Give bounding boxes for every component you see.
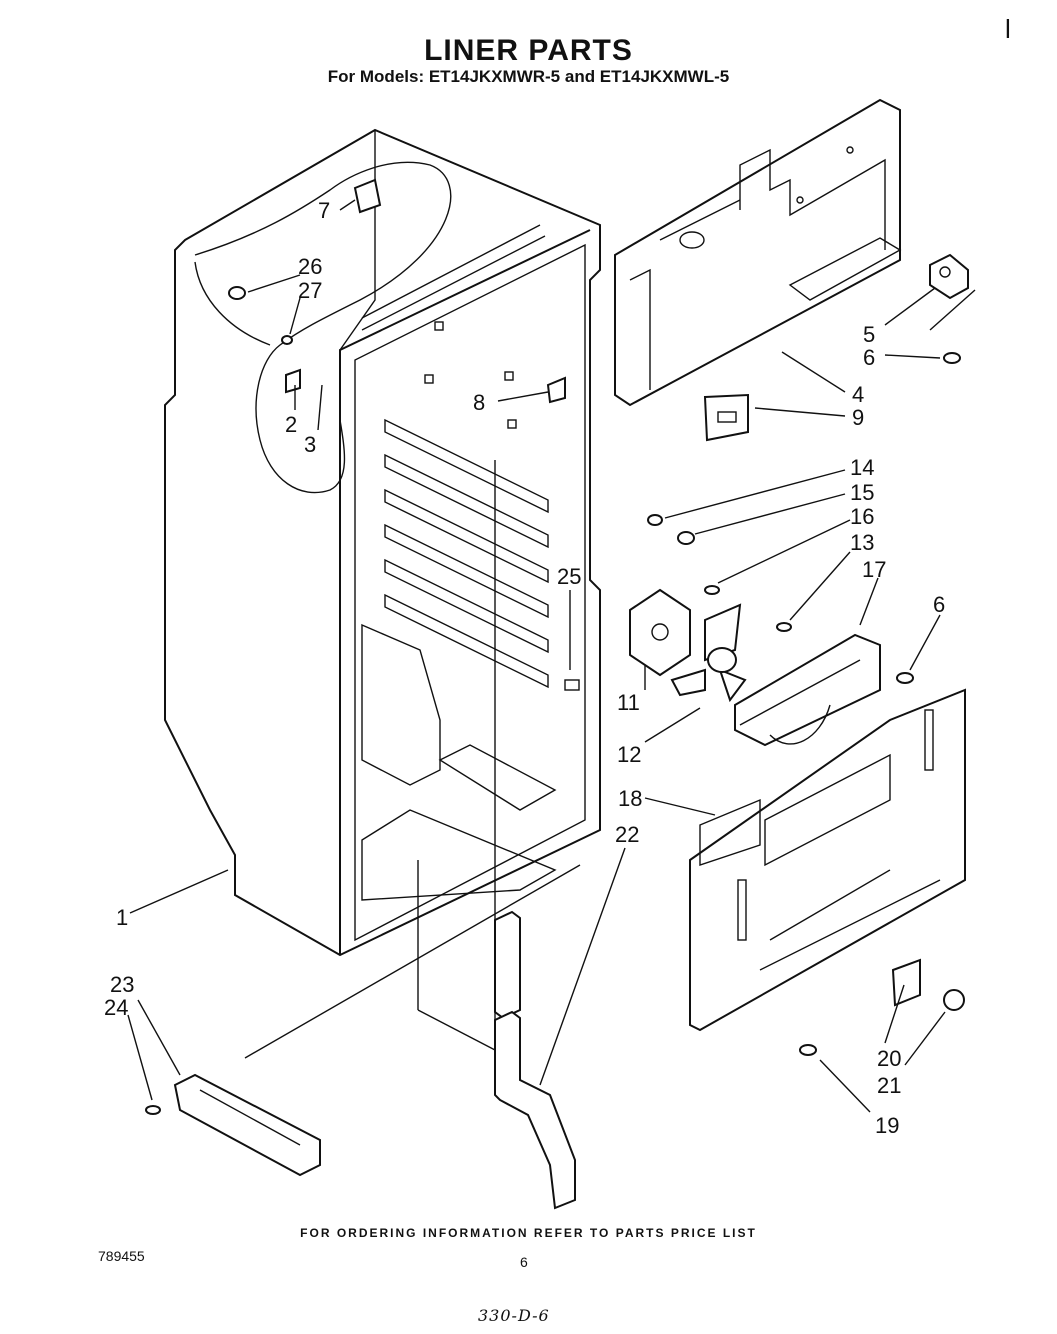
shelf-rails: [384, 418, 549, 689]
callout-12: 12: [617, 742, 641, 767]
callout-13: 13: [850, 530, 874, 555]
screw-part-6-top: [943, 352, 961, 364]
bracket-part-23: [173, 1073, 321, 1177]
callout-23: 23: [110, 972, 134, 997]
callout-labels: 1 2 3 4 5 6 7 8 9 11 12 13 14 15 16 17 6…: [104, 198, 945, 1138]
fan-shroud-part-17: [734, 633, 881, 747]
callout-6-top: 6: [863, 345, 875, 370]
callout-11: 11: [617, 690, 640, 715]
callout-7: 7: [318, 198, 330, 223]
liner-shell: [164, 128, 601, 957]
drain-trough-part-22: [494, 910, 576, 1210]
callout-21: 21: [877, 1073, 901, 1098]
callout-25: 25: [557, 564, 581, 589]
page-title: LINER PARTS: [424, 34, 633, 67]
callout-19: 19: [875, 1113, 899, 1138]
models-subtitle: For Models: ET14JKXMWR-5 and ET14JKXMWL-…: [327, 67, 730, 86]
callout-5: 5: [863, 322, 875, 347]
clip-part-8: [546, 376, 566, 404]
callout-20: 20: [877, 1046, 901, 1071]
fan-assembly: [629, 514, 792, 703]
document-number: 789455: [98, 1248, 145, 1264]
callout-16: 16: [850, 504, 874, 529]
callout-24: 24: [104, 995, 128, 1020]
callout-18: 18: [618, 786, 642, 811]
callout-9: 9: [852, 405, 864, 430]
callout-3: 3: [304, 432, 316, 457]
fastener-part-19: [799, 1044, 817, 1056]
grommet-part-26: [228, 286, 246, 300]
callout-8: 8: [473, 390, 485, 415]
bracket-part-5: [929, 253, 969, 300]
callout-1: 1: [116, 905, 128, 930]
callout-14: 14: [850, 455, 874, 480]
callout-2: 2: [285, 412, 297, 437]
screw-part-6-mid: [896, 672, 914, 684]
callout-4: 4: [852, 382, 864, 407]
evaporator-cover: [614, 98, 902, 407]
page-edge-mark: l: [1005, 14, 1011, 44]
callout-22: 22: [615, 822, 639, 847]
callout-15: 15: [850, 480, 874, 505]
callout-17: 17: [862, 557, 886, 582]
callout-27: 27: [298, 278, 322, 303]
light-shield-part-9: [703, 393, 749, 442]
bracket-part-20: [891, 958, 921, 1007]
leader-lines: [127, 199, 976, 1113]
clip-part-2: [285, 368, 301, 394]
plug-part-21: [943, 989, 965, 1011]
page-number: 6: [520, 1254, 528, 1270]
handwritten-note: 330-D-6: [478, 1306, 550, 1325]
callout-26: 26: [298, 254, 322, 279]
washer-part-27: [281, 335, 293, 345]
ordering-note: FOR ORDERING INFORMATION REFER TO PARTS …: [300, 1226, 757, 1240]
clip-part-7: [353, 178, 382, 214]
screw-part-24: [145, 1105, 161, 1115]
rear-panel-part-18: [689, 688, 966, 1032]
callout-6-mid: 6: [933, 592, 945, 617]
